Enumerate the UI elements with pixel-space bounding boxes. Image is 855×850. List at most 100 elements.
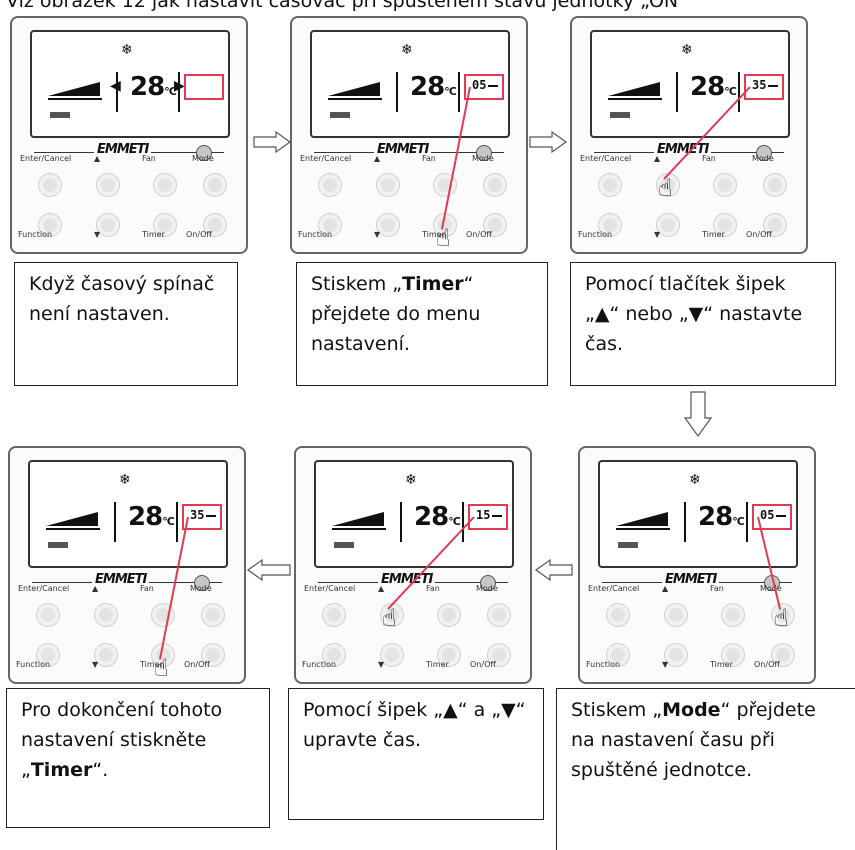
down-button[interactable] bbox=[381, 644, 403, 666]
down-label: ▼ bbox=[662, 660, 669, 669]
timer-button[interactable] bbox=[154, 214, 176, 236]
swing-right-icon: ▶ bbox=[174, 78, 185, 94]
swing-left-icon: ◀ bbox=[110, 78, 121, 94]
up-button[interactable] bbox=[95, 604, 117, 626]
mode-button[interactable] bbox=[484, 174, 506, 196]
timer-button[interactable] bbox=[152, 644, 174, 666]
caption-text: Stiskem „ bbox=[311, 273, 403, 295]
mode-button[interactable] bbox=[764, 174, 786, 196]
fan-speed-line bbox=[616, 528, 670, 530]
caption-text: Pomocí tlačítek šipek „▲“ nebo „▼“ nasta… bbox=[585, 273, 803, 355]
function-button[interactable] bbox=[37, 644, 59, 666]
fan-speed-icon bbox=[616, 512, 668, 526]
mode-button[interactable] bbox=[202, 604, 224, 626]
snowflake-icon: ❄ bbox=[689, 472, 701, 488]
lcd-divider bbox=[116, 72, 118, 112]
down-button[interactable] bbox=[657, 214, 679, 236]
up-label: ▲ bbox=[378, 584, 385, 593]
on-off-button[interactable] bbox=[484, 214, 506, 236]
caption-bold: Mode bbox=[662, 699, 721, 721]
fan-button[interactable] bbox=[722, 604, 744, 626]
timer-button[interactable] bbox=[434, 214, 456, 236]
fan-label: Fan bbox=[710, 584, 724, 593]
lcd-divider bbox=[400, 502, 402, 542]
enter-cancel-button[interactable] bbox=[599, 174, 621, 196]
on-off-button[interactable] bbox=[202, 644, 224, 666]
on-off-button[interactable] bbox=[488, 644, 510, 666]
function-button[interactable] bbox=[323, 644, 345, 666]
enter-cancel-button[interactable] bbox=[607, 604, 629, 626]
function-button[interactable] bbox=[39, 214, 61, 236]
function-button[interactable] bbox=[319, 214, 341, 236]
function-button[interactable] bbox=[599, 214, 621, 236]
caption-bold: Timer bbox=[402, 273, 464, 295]
fan-speed-icon bbox=[328, 82, 380, 96]
lcd-divider bbox=[458, 72, 460, 112]
up-button[interactable] bbox=[97, 174, 119, 196]
enter-cancel-button[interactable] bbox=[319, 174, 341, 196]
flow-arrow-right-icon bbox=[529, 130, 568, 154]
on-off-label: On/Off bbox=[186, 230, 212, 239]
lcd-divider bbox=[462, 502, 464, 542]
fan-speed-line bbox=[332, 528, 386, 530]
fan-button[interactable] bbox=[154, 174, 176, 196]
fan-button[interactable] bbox=[438, 604, 460, 626]
timer-label: Timer bbox=[426, 660, 449, 669]
down-button[interactable] bbox=[97, 214, 119, 236]
lcd-divider bbox=[396, 72, 398, 112]
status-led bbox=[194, 575, 210, 591]
mode-button[interactable] bbox=[772, 604, 794, 626]
down-button[interactable] bbox=[377, 214, 399, 236]
pointing-hand-icon: ☝ bbox=[154, 654, 169, 682]
enter-cancel-button[interactable] bbox=[39, 174, 61, 196]
on-off-label: On/Off bbox=[754, 660, 780, 669]
up-button[interactable] bbox=[665, 604, 687, 626]
down-label: ▼ bbox=[654, 230, 661, 239]
function-button[interactable] bbox=[607, 644, 629, 666]
timer-label: Timer bbox=[702, 230, 725, 239]
on-off-button[interactable] bbox=[204, 214, 226, 236]
lcd-divider bbox=[746, 502, 748, 542]
on-off-button[interactable] bbox=[772, 644, 794, 666]
fan-button[interactable] bbox=[714, 174, 736, 196]
up-label: ▲ bbox=[94, 154, 101, 163]
on-off-label: On/Off bbox=[746, 230, 772, 239]
up-button[interactable] bbox=[657, 174, 679, 196]
snowflake-icon: ❄ bbox=[681, 42, 693, 58]
up-button[interactable] bbox=[377, 174, 399, 196]
function-label: Function bbox=[16, 660, 51, 669]
timer-button[interactable] bbox=[714, 214, 736, 236]
down-button[interactable] bbox=[665, 644, 687, 666]
mode-tag bbox=[334, 542, 354, 548]
mode-button[interactable] bbox=[488, 604, 510, 626]
caption-3: Pomocí tlačítek šipek „▲“ nebo „▼“ nasta… bbox=[570, 262, 836, 386]
status-led bbox=[756, 145, 772, 161]
timer-button[interactable] bbox=[722, 644, 744, 666]
pointing-hand-icon: ☝ bbox=[658, 174, 673, 202]
intro-text: Viz obrázek 12 jak nastavit časovač při … bbox=[6, 0, 688, 12]
caption-1: Když časový spínač není nastaven. bbox=[14, 262, 238, 386]
caption-text: Pomocí šipek „▲“ a „▼“ upravte čas. bbox=[303, 699, 526, 751]
fan-speed-icon bbox=[46, 512, 98, 526]
temperature-value: 28°C bbox=[414, 502, 461, 532]
on-off-button[interactable] bbox=[764, 214, 786, 236]
timer-display: 35 bbox=[182, 504, 222, 530]
enter-cancel-button[interactable] bbox=[323, 604, 345, 626]
down-button[interactable] bbox=[95, 644, 117, 666]
fan-speed-icon bbox=[608, 82, 660, 96]
up-button[interactable] bbox=[381, 604, 403, 626]
down-label: ▼ bbox=[378, 660, 385, 669]
fan-label: Fan bbox=[422, 154, 436, 163]
mode-button[interactable] bbox=[204, 174, 226, 196]
enter-cancel-button[interactable] bbox=[37, 604, 59, 626]
caption-4: Stiskem „Mode“ přejdete na nastavení čas… bbox=[556, 688, 855, 850]
timer-button[interactable] bbox=[438, 644, 460, 666]
fan-speed-icon bbox=[332, 512, 384, 526]
